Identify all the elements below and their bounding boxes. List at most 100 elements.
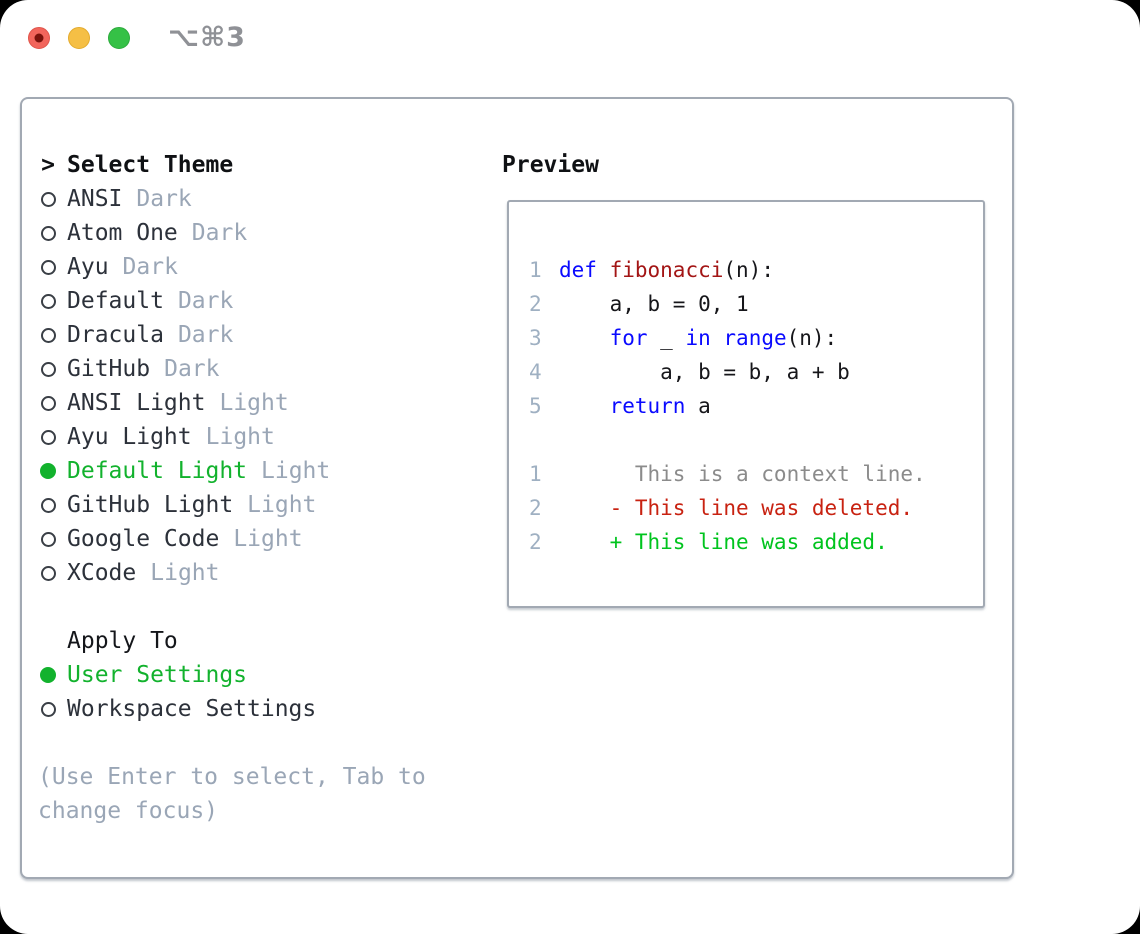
apply-option-label: Workspace Settings bbox=[67, 696, 317, 722]
titlebar: ⌥⌘3 bbox=[0, 0, 1140, 76]
theme-variant: Dark bbox=[122, 254, 178, 280]
theme-option[interactable]: Ayu Dark bbox=[38, 250, 426, 284]
code-segment: def bbox=[559, 258, 597, 282]
radio-icon bbox=[40, 191, 56, 207]
code-segment bbox=[711, 326, 724, 350]
theme-option[interactable]: GitHub Light Light bbox=[38, 488, 426, 522]
theme-variant: Light bbox=[233, 526, 303, 552]
theme-name: XCode bbox=[67, 560, 137, 586]
prompt-icon: > bbox=[41, 152, 55, 178]
radio-marker bbox=[38, 327, 58, 343]
line-number: 1 bbox=[529, 258, 542, 282]
radio-icon bbox=[40, 531, 56, 547]
theme-option[interactable]: Default Light Light bbox=[38, 454, 426, 488]
radio-icon bbox=[40, 259, 56, 275]
apply-option[interactable]: User Settings bbox=[38, 658, 426, 692]
theme-option[interactable]: ANSI Dark bbox=[38, 182, 426, 216]
radio-icon bbox=[40, 361, 56, 377]
radio-marker bbox=[38, 361, 58, 377]
theme-option[interactable]: Atom One Dark bbox=[38, 216, 426, 250]
main-panel: > Select Theme ANSI Dark Atom One Dark A… bbox=[20, 97, 1014, 879]
apply-option-label: User Settings bbox=[67, 662, 248, 688]
theme-variant: Light bbox=[219, 390, 289, 416]
code-line: 3 for _ in range(n): bbox=[529, 321, 983, 355]
spacer bbox=[38, 726, 426, 760]
code-line: 2 a, b = 0, 1 bbox=[529, 287, 983, 321]
radio-icon bbox=[40, 565, 56, 581]
code-line: 5 return a bbox=[529, 389, 983, 423]
code-segment: return bbox=[609, 394, 686, 418]
radio-icon bbox=[40, 225, 56, 241]
code-segment: (n): bbox=[786, 326, 838, 350]
theme-variant: Light bbox=[261, 458, 331, 484]
radio-marker bbox=[38, 463, 58, 479]
prompt-marker: > bbox=[38, 152, 58, 178]
apply-to-header: Apply To bbox=[38, 624, 426, 658]
code-segment bbox=[597, 258, 610, 282]
theme-variant: Dark bbox=[177, 288, 234, 314]
radio-marker bbox=[38, 225, 58, 241]
theme-name: Google Code bbox=[67, 526, 220, 552]
line-number: 1 bbox=[529, 462, 542, 486]
theme-name: GitHub bbox=[67, 356, 151, 382]
code-text: This is a context line. bbox=[559, 462, 926, 486]
close-button[interactable] bbox=[28, 27, 50, 49]
code-segment: a, b = b, a + b bbox=[559, 360, 850, 384]
theme-name: GitHub Light bbox=[67, 492, 234, 518]
theme-list: ANSI Dark Atom One Dark Ayu Dark Default… bbox=[38, 182, 426, 590]
code-line: 1 This is a context line. bbox=[529, 457, 983, 491]
code-line bbox=[529, 423, 983, 457]
line-number: 4 bbox=[529, 360, 542, 384]
hint-text-line2: change focus) bbox=[38, 798, 219, 824]
radio-marker bbox=[38, 429, 58, 445]
theme-option[interactable]: Ayu Light Light bbox=[38, 420, 426, 454]
radio-icon bbox=[40, 667, 56, 683]
code-line: 4 a, b = b, a + b bbox=[529, 355, 983, 389]
code-text: + This line was added. bbox=[559, 530, 888, 554]
spacer bbox=[38, 590, 426, 624]
theme-option[interactable]: ANSI Light Light bbox=[38, 386, 426, 420]
line-number: 5 bbox=[529, 394, 542, 418]
radio-marker bbox=[38, 191, 58, 207]
code-text: a, b = b, a + b bbox=[559, 360, 850, 384]
line-number: 3 bbox=[529, 326, 542, 350]
code-segment: for bbox=[609, 326, 648, 350]
code-segment bbox=[559, 394, 610, 418]
code-preview-box: 1 def fibonacci(n): 2 a, b = 0, 1 3 for … bbox=[507, 200, 985, 608]
code-segment bbox=[559, 326, 610, 350]
radio-icon bbox=[40, 429, 56, 445]
radio-marker bbox=[38, 293, 58, 309]
theme-variant: Light bbox=[205, 424, 275, 450]
code-text: - This line was deleted. bbox=[559, 496, 913, 520]
theme-variant: Dark bbox=[191, 220, 248, 246]
theme-option[interactable]: Dracula Dark bbox=[38, 318, 426, 352]
theme-selector-column: > Select Theme ANSI Dark Atom One Dark A… bbox=[38, 148, 426, 828]
select-theme-title: Select Theme bbox=[67, 152, 234, 178]
theme-option[interactable]: XCode Light bbox=[38, 556, 426, 590]
theme-variant: Light bbox=[247, 492, 317, 518]
radio-icon bbox=[40, 293, 56, 309]
theme-name: Ayu Light bbox=[67, 424, 192, 450]
code-segment: a, b = 0, 1 bbox=[559, 292, 749, 316]
theme-name: Dracula bbox=[67, 322, 164, 348]
theme-option[interactable]: Google Code Light bbox=[38, 522, 426, 556]
theme-option[interactable]: Default Dark bbox=[38, 284, 426, 318]
hint-text-line1: (Use Enter to select, Tab to bbox=[38, 764, 426, 790]
zoom-button[interactable] bbox=[108, 27, 130, 49]
line-number: 2 bbox=[529, 292, 542, 316]
theme-option[interactable]: GitHub Dark bbox=[38, 352, 426, 386]
select-theme-header: > Select Theme bbox=[38, 148, 426, 182]
radio-icon bbox=[40, 497, 56, 513]
theme-name: Ayu bbox=[67, 254, 109, 280]
radio-icon bbox=[40, 463, 56, 479]
code-segment: _ bbox=[647, 326, 686, 350]
code-line: 1 def fibonacci(n): bbox=[529, 253, 983, 287]
apply-to-list: User Settings Workspace Settings bbox=[38, 658, 426, 726]
line-number: 2 bbox=[529, 496, 542, 520]
code-segment: + This line was added. bbox=[559, 530, 888, 554]
radio-marker bbox=[38, 667, 58, 683]
apply-option[interactable]: Workspace Settings bbox=[38, 692, 426, 726]
minimize-button[interactable] bbox=[68, 27, 90, 49]
theme-name: Default Light bbox=[67, 458, 248, 484]
